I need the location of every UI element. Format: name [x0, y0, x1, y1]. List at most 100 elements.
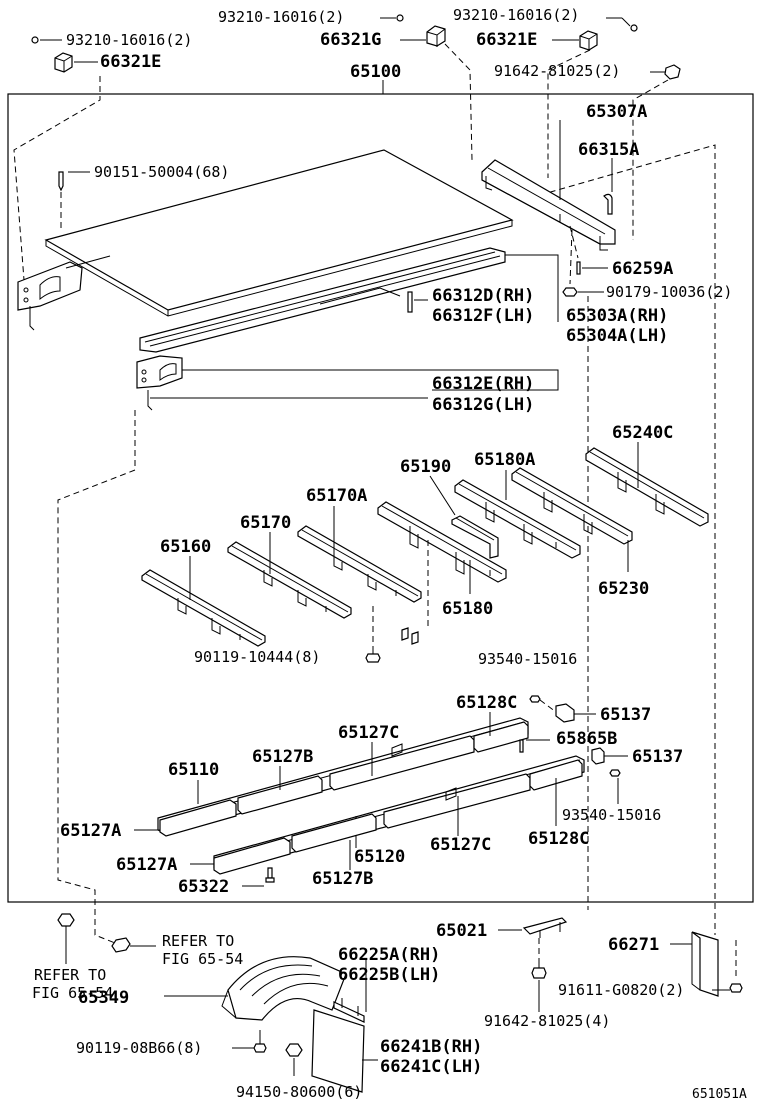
label-93540-bottom: 93540-15016 — [562, 806, 661, 824]
crossmember-65230 — [511, 467, 633, 572]
label-65128C-top: 65128C — [456, 693, 517, 713]
label-66241B: 66241B(RH) — [380, 1037, 482, 1057]
label-65127A-2: 65127A — [116, 855, 177, 875]
dash-66321E — [547, 49, 591, 178]
label-65127C-bottom: 65127C — [430, 835, 491, 855]
label-90179: 90179-10036(2) — [606, 283, 732, 301]
clip-parts — [401, 540, 429, 645]
label-65170A: 65170A — [306, 486, 367, 506]
label-65190: 65190 — [400, 457, 451, 477]
bolt-93210-right — [606, 17, 638, 32]
label-91611: 91611-G0820(2) — [558, 981, 684, 999]
label-layer: 93210-16016(2) 66321G 93210-16016(2) 663… — [32, 6, 747, 1102]
mudflap-66241B — [311, 1009, 378, 1093]
leader-65303A — [505, 254, 559, 322]
bolt-93540-top — [529, 695, 557, 713]
pin-66312D — [407, 291, 428, 313]
label-65304A: 65304A(LH) — [566, 326, 668, 346]
label-66225B: 66225B(LH) — [338, 965, 440, 985]
bolt-93540-bottom — [609, 769, 621, 804]
label-66321E-left: 66321E — [100, 52, 161, 72]
nut-left-bottom — [57, 913, 75, 964]
sill-65127C-bottom — [383, 773, 531, 836]
label-94150: 94150-80600(6) — [236, 1083, 362, 1101]
floor-panel-65100 — [44, 149, 514, 317]
bolt-90119-08B66 — [232, 1030, 267, 1053]
leader-66312E — [182, 369, 559, 391]
dash-right-long — [539, 144, 716, 935]
left-corner-bracket — [17, 255, 111, 331]
label-65307A: 65307A — [586, 102, 647, 122]
label-65127B-bottom: 65127B — [312, 869, 373, 889]
bolt-91642-bottom — [531, 938, 547, 1012]
label-66271: 66271 — [608, 935, 659, 955]
assembly-frame — [7, 93, 754, 903]
bolt-91642-top — [650, 64, 681, 80]
pin-65865B — [519, 739, 550, 753]
label-65349: 65349 — [78, 988, 129, 1008]
sill-65127C-top — [329, 735, 475, 791]
label-65127A-1: 65127A — [60, 821, 121, 841]
bracket-65137-mid — [591, 747, 628, 765]
nut-94150 — [285, 1043, 303, 1076]
label-66321G: 66321G — [320, 30, 381, 50]
crossmember-65180 — [377, 501, 507, 594]
hook-66315A — [603, 158, 613, 215]
bolt-65322 — [242, 867, 275, 887]
crossmember-65170A — [297, 506, 422, 603]
label-93210-mid: 93210-16016(2) — [218, 8, 344, 26]
label-65021: 65021 — [436, 921, 487, 941]
figure-id: 651051A — [692, 1087, 747, 1102]
bracket-65137-top — [555, 703, 596, 723]
label-66225A: 66225A(RH) — [338, 945, 440, 965]
label-65137-mid: 65137 — [632, 747, 683, 767]
crossmember-65240C — [585, 442, 709, 527]
crossmember-65170 — [227, 532, 352, 619]
label-65303A: 65303A(RH) — [566, 306, 668, 326]
pin-66259A — [576, 261, 608, 275]
bolt-91611 — [712, 940, 743, 993]
bracket-66225A — [333, 960, 367, 1023]
sill-65128C-bottom — [529, 759, 583, 826]
bracket-65190 — [429, 475, 499, 559]
label-93210-right: 93210-16016(2) — [453, 6, 579, 24]
label-66312G: 66312G(LH) — [432, 395, 534, 415]
sill-65128C-top — [473, 712, 529, 753]
crossmember-65180A — [454, 470, 581, 559]
label-91642-top: 91642-81025(2) — [494, 62, 620, 80]
ubracket-66271 — [670, 931, 719, 997]
label-91642-bottom: 91642-81025(4) — [484, 1012, 610, 1030]
bolt-93210-left — [31, 36, 62, 44]
label-65160: 65160 — [160, 537, 211, 557]
bolt-93210-mid — [380, 14, 404, 22]
nail-90151 — [58, 171, 90, 228]
dash-left-top — [13, 76, 101, 281]
label-65170: 65170 — [240, 513, 291, 533]
label-66321E-right: 66321E — [476, 30, 537, 50]
label-65137-top: 65137 — [600, 705, 651, 725]
label-65110: 65110 — [168, 760, 219, 780]
label-refer2-b: FIG 65-54 — [32, 984, 113, 1002]
mudguard-65349 — [164, 956, 347, 1021]
label-66312D: 66312D(RH) — [432, 286, 534, 306]
label-90151: 90151-50004(68) — [94, 163, 229, 181]
bracket-66321E-left — [54, 52, 98, 73]
sill-65127A-1 — [159, 799, 237, 837]
label-66241C: 66241C(LH) — [380, 1057, 482, 1077]
label-65865B: 65865B — [556, 729, 617, 749]
label-65128C-bottom: 65128C — [528, 829, 589, 849]
dash-left-long — [57, 410, 136, 946]
label-65230: 65230 — [598, 579, 649, 599]
bolt-refer-left — [111, 937, 156, 953]
label-65100: 65100 — [350, 62, 401, 82]
label-90119-10444: 90119-10444(8) — [194, 648, 320, 666]
label-refer1-b: FIG 65-54 — [162, 950, 243, 968]
back-rail-65307A — [481, 120, 616, 251]
label-66259A: 66259A — [612, 259, 673, 279]
sill-65127B-bottom — [291, 813, 377, 870]
label-65240C: 65240C — [612, 423, 673, 443]
label-65180: 65180 — [442, 599, 493, 619]
label-90119-08B66: 90119-08B66(8) — [76, 1039, 202, 1057]
